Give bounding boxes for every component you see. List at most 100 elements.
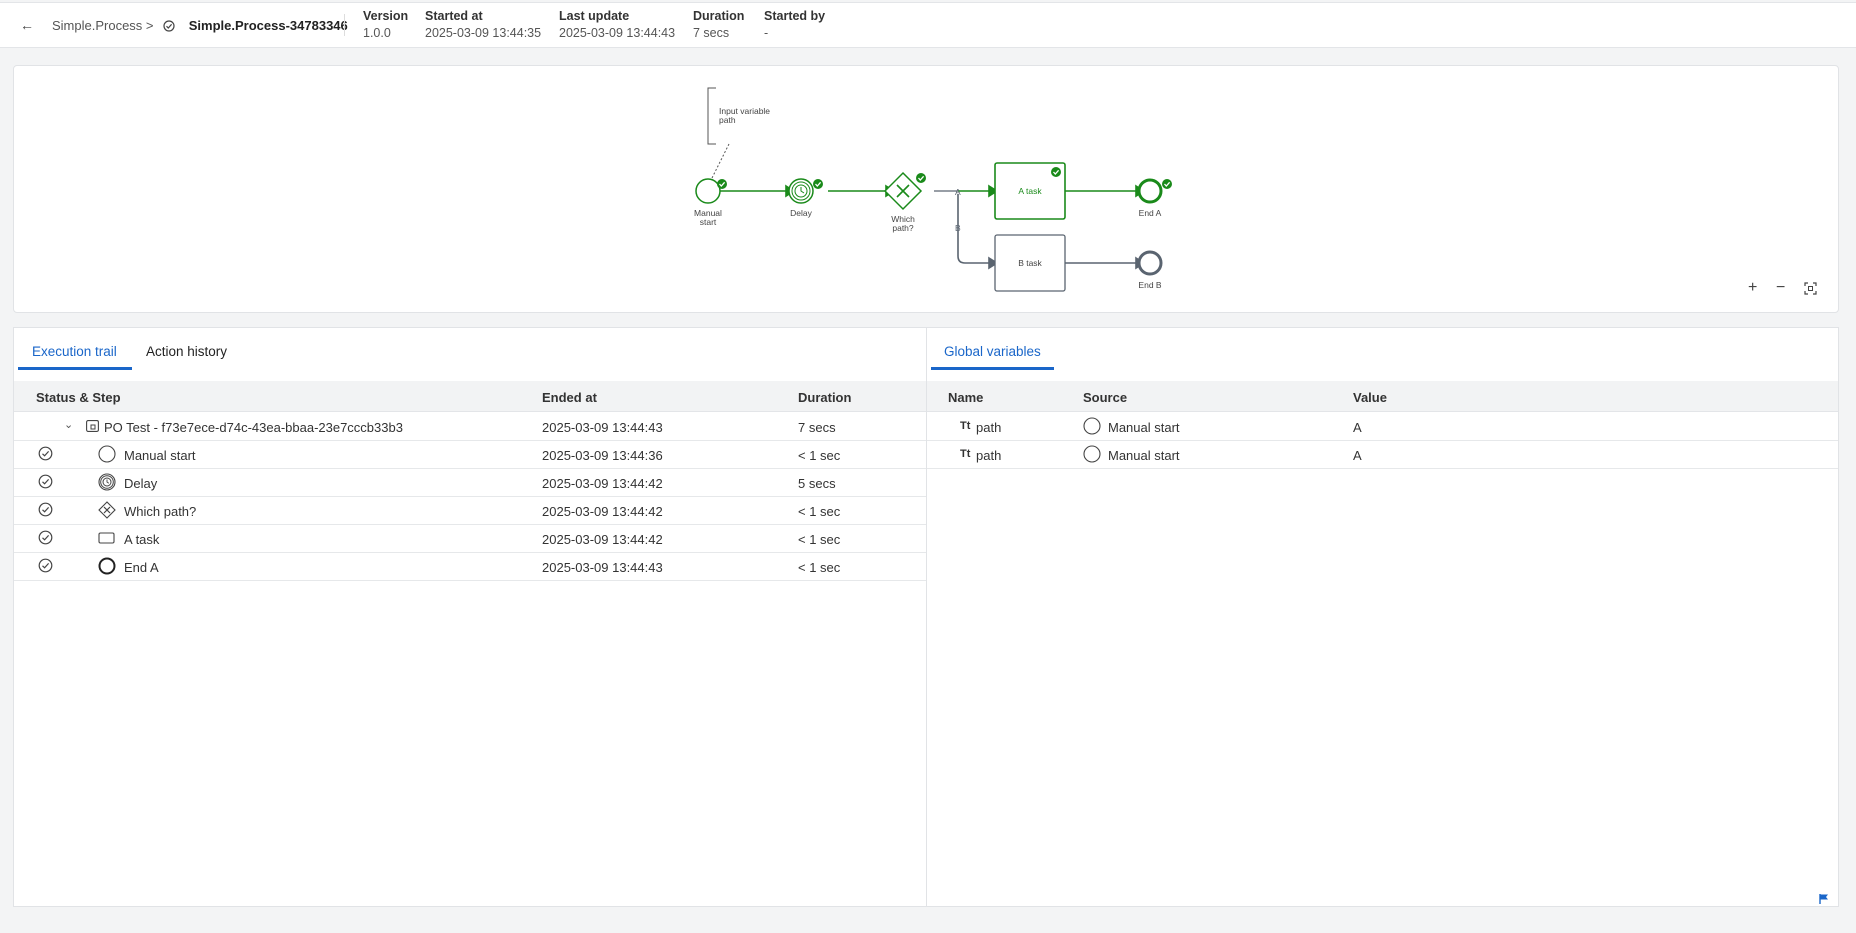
svg-text:start: start (700, 217, 717, 227)
step-name: Which path? (124, 504, 197, 519)
completed-check-icon (38, 474, 53, 489)
zoom-out-button[interactable]: − (1776, 279, 1786, 296)
top-bar: ← Simple.Process > Simple.Process-347833… (0, 2, 1856, 48)
active-tab-indicator (18, 367, 132, 370)
task-icon (98, 532, 115, 544)
completed-check-icon (38, 558, 53, 573)
var-name: path (976, 448, 1002, 463)
check-badge-icon (1162, 179, 1172, 189)
start-event-icon (1083, 445, 1101, 463)
zoom-in-button[interactable]: + (1748, 279, 1758, 296)
back-arrow-icon[interactable]: ← (20, 17, 34, 33)
var-value: A (1353, 420, 1362, 435)
divider (344, 14, 345, 36)
flow-label-a: A (955, 187, 961, 197)
timer-icon (794, 184, 808, 198)
parent-name: PO Test - f73e7ece-d74c-43ea-bbaa-23e7cc… (104, 420, 403, 435)
execution-tabs: Execution trail Action history (14, 328, 926, 372)
step-name: End A (124, 560, 159, 575)
col-ended-at[interactable]: Ended at (542, 390, 597, 405)
text-annotation[interactable]: Input variable path (707, 87, 770, 179)
annotation-line-1: Input variable (719, 106, 770, 116)
check-badge-icon (1051, 167, 1061, 177)
completed-check-icon (38, 446, 53, 461)
node-manual-start[interactable]: Manual start (694, 178, 727, 227)
node-b-task[interactable]: B task (994, 234, 1066, 292)
var-source: Manual start (1108, 448, 1180, 463)
step-duration: < 1 sec (798, 504, 841, 519)
table-row[interactable]: Delay 2025-03-09 13:44:42 5 secs (14, 468, 926, 497)
table-row[interactable]: End A 2025-03-09 13:44:43 < 1 sec (14, 552, 926, 581)
flow-gateway-b (957, 194, 989, 264)
table-row[interactable]: A task 2025-03-09 13:44:42 < 1 sec (14, 524, 926, 553)
table-row[interactable]: Manual start 2025-03-09 13:44:36 < 1 sec (14, 440, 926, 469)
step-name: Manual start (124, 448, 196, 463)
variables-tabs: Global variables (927, 328, 1838, 372)
step-name: A task (124, 532, 160, 547)
svg-text:End B: End B (1138, 280, 1161, 290)
step-duration: 5 secs (798, 476, 836, 491)
flow-label-b: B (955, 223, 961, 233)
node-end-a[interactable]: End A (1137, 178, 1172, 218)
check-badge-icon (916, 173, 926, 183)
annotation-line-2: path (719, 115, 736, 125)
instance-name: Simple.Process-34783346 (188, 18, 348, 33)
step-duration: < 1 sec (798, 560, 841, 575)
parent-duration: 7 secs (798, 420, 836, 435)
exclusive-gateway-icon (896, 184, 910, 198)
flag-icon[interactable] (1818, 893, 1830, 905)
process-diagram[interactable]: Input variable path A B (13, 65, 1839, 313)
step-ended-at: 2025-03-09 13:44:42 (542, 532, 663, 547)
svg-text:path?: path? (892, 223, 914, 233)
completed-check-icon (163, 20, 175, 32)
table-row[interactable]: Which path? 2025-03-09 13:44:42 < 1 sec (14, 496, 926, 525)
node-gateway[interactable]: Which path? (883, 171, 926, 233)
text-type-icon: Tt (960, 448, 971, 460)
node-delay[interactable]: Delay (788, 178, 823, 218)
end-event-icon (98, 557, 116, 575)
col-status-step[interactable]: Status & Step (36, 390, 121, 405)
step-ended-at: 2025-03-09 13:44:42 (542, 504, 663, 519)
timer-event-icon (98, 473, 116, 491)
svg-text:End A: End A (1139, 208, 1162, 218)
tab-action-history[interactable]: Action history (146, 344, 228, 359)
tab-global-variables[interactable]: Global variables (944, 344, 1041, 359)
execution-panel: Execution trail Action history Status & … (13, 327, 927, 907)
breadcrumb-parent[interactable]: Simple.Process > (52, 18, 154, 33)
var-value: A (1353, 448, 1362, 463)
arrowhead-icon (988, 256, 999, 270)
parent-ended-at: 2025-03-09 13:44:43 (542, 420, 663, 435)
step-ended-at: 2025-03-09 13:44:42 (542, 476, 663, 491)
table-row[interactable]: Tt path Manual start A (927, 440, 1838, 469)
tab-execution-trail[interactable]: Execution trail (32, 344, 117, 359)
table-row-parent[interactable]: ⌄ PO Test - f73e7ece-d74c-43ea-bbaa-23e7… (14, 412, 926, 441)
var-source: Manual start (1108, 420, 1180, 435)
active-tab-indicator (931, 367, 1054, 370)
arrowhead-icon (988, 184, 999, 198)
variables-table-header: Name Source Value (927, 381, 1838, 412)
check-badge-icon (813, 179, 823, 189)
chevron-down-icon[interactable]: ⌄ (64, 419, 74, 431)
svg-text:Manual: Manual (694, 208, 722, 218)
bpmn-canvas[interactable]: Input variable path A B (14, 66, 1838, 312)
col-name[interactable]: Name (948, 390, 984, 405)
gateway-icon (98, 501, 116, 519)
fit-screen-icon[interactable] (1804, 282, 1817, 295)
subprocess-icon (86, 420, 99, 432)
step-ended-at: 2025-03-09 13:44:36 (542, 448, 663, 463)
node-a-task[interactable]: A task (994, 162, 1066, 220)
col-value[interactable]: Value (1353, 390, 1387, 405)
check-badge-icon (717, 179, 727, 189)
col-source[interactable]: Source (1083, 390, 1128, 405)
col-duration[interactable]: Duration (798, 390, 852, 405)
step-duration: < 1 sec (798, 448, 841, 463)
svg-text:A task: A task (1018, 186, 1042, 196)
start-event-icon (98, 445, 116, 463)
table-row[interactable]: Tt path Manual start A (927, 412, 1838, 441)
node-end-b[interactable]: End B (1137, 250, 1163, 290)
svg-text:B task: B task (1018, 258, 1042, 268)
step-duration: < 1 sec (798, 532, 841, 547)
